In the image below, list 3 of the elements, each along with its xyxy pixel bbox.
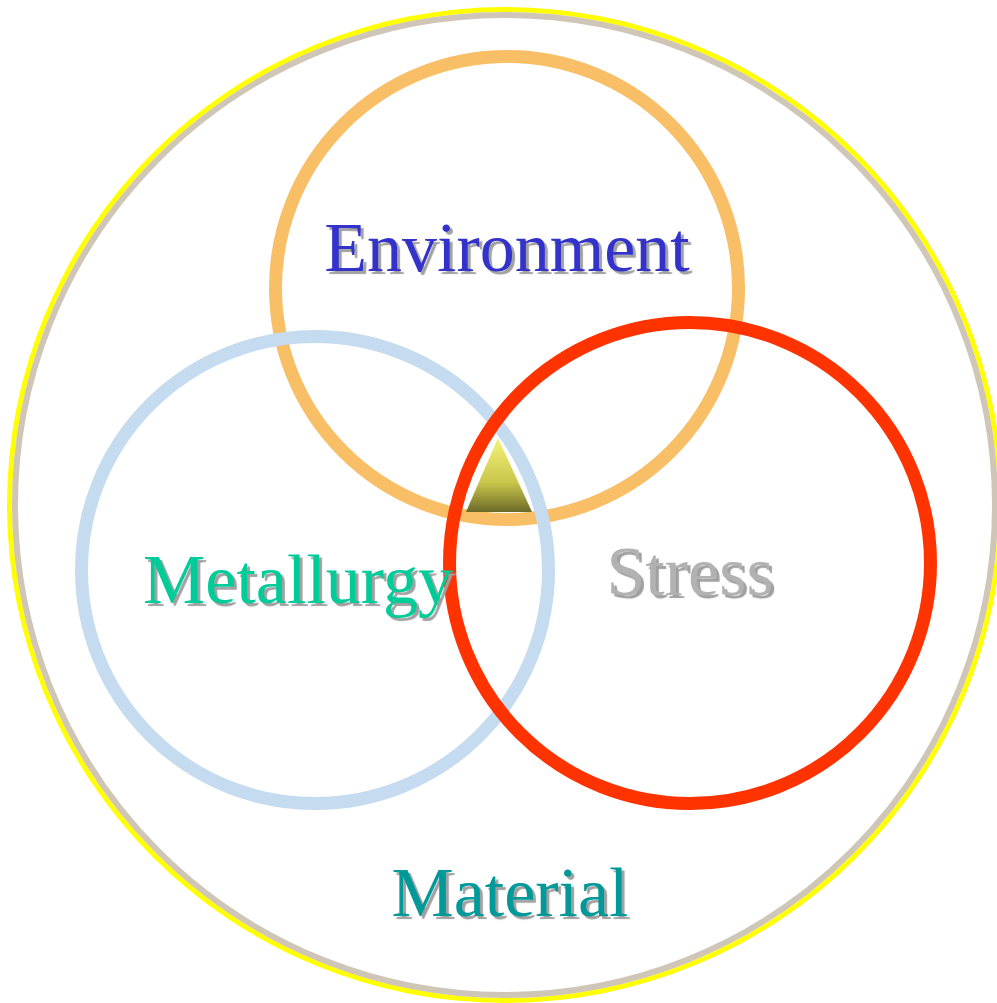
circle-label: Environment [324, 213, 690, 283]
circle-label: Stress [606, 537, 774, 607]
circle-label: Material [391, 858, 629, 928]
